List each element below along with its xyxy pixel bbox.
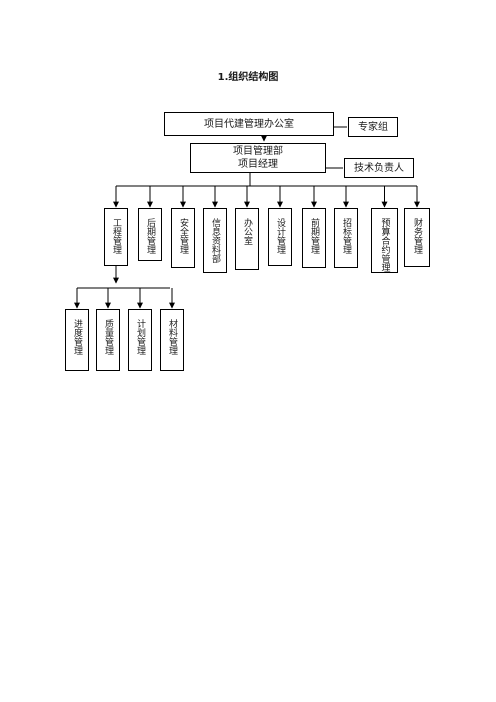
project-dept-label: 项目管理部 <box>233 146 283 157</box>
department-box: 办公室 <box>235 208 259 270</box>
department-box: 预算合约管理 <box>371 208 398 273</box>
department-box: 安全管理 <box>171 208 195 268</box>
subunit-box: 计划管理 <box>128 309 152 371</box>
top-office-box: 项目代建管理办公室 <box>164 112 334 136</box>
department-box: 财务管理 <box>404 208 430 267</box>
department-label: 后期管理 <box>145 218 155 254</box>
department-label: 设计管理 <box>275 218 285 254</box>
subunit-box: 质量管理 <box>96 309 120 371</box>
page-title: 1.组织结构图 <box>217 72 279 83</box>
department-box: 前期管理 <box>302 208 326 268</box>
subunit-box: 进度管理 <box>65 309 89 371</box>
department-drops <box>113 186 420 208</box>
subunit-label: 计划管理 <box>135 319 145 355</box>
department-label: 信息资料部 <box>210 218 220 263</box>
department-label: 安全管理 <box>178 218 188 254</box>
subunit-drops <box>74 288 175 309</box>
department-box: 信息资料部 <box>203 208 227 273</box>
subunit-label: 质量管理 <box>103 319 113 355</box>
department-label: 办公室 <box>242 218 252 245</box>
tech-lead-label: 技术负责人 <box>354 162 404 174</box>
subunit-label: 材料管理 <box>167 319 177 355</box>
department-label: 招标管理 <box>341 218 351 254</box>
subunit-box: 材料管理 <box>160 309 184 371</box>
department-label: 财务管理 <box>412 218 422 254</box>
department-label: 工程管理 <box>111 218 121 254</box>
department-box: 设计管理 <box>268 208 292 266</box>
tech-lead-box: 技术负责人 <box>344 158 414 178</box>
top-office-label: 项目代建管理办公室 <box>204 118 294 130</box>
expert-group-label: 专家组 <box>358 121 388 133</box>
project-manager-label: 项目经理 <box>238 159 278 170</box>
department-box: 招标管理 <box>334 208 358 268</box>
department-box: 工程管理 <box>104 208 128 266</box>
subunit-label: 进度管理 <box>72 319 82 355</box>
department-box: 后期管理 <box>138 208 162 261</box>
department-label: 预算合约管理 <box>379 218 390 272</box>
project-dept-box: 项目管理部 项目经理 <box>190 143 326 173</box>
expert-group-box: 专家组 <box>348 117 398 137</box>
department-label: 前期管理 <box>309 218 319 254</box>
